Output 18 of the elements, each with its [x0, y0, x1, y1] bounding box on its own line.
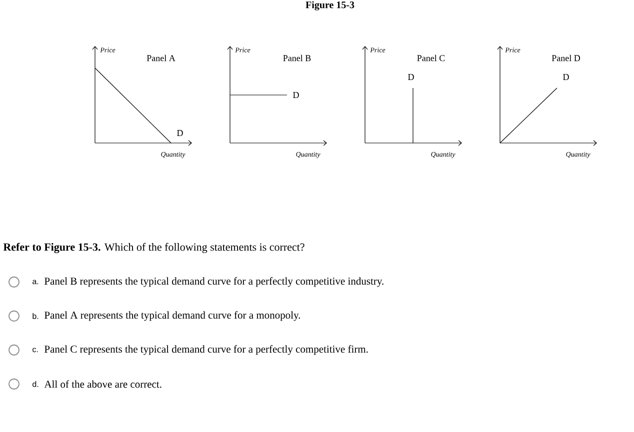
option-letter: a. — [32, 280, 38, 284]
option-letter: c. — [32, 348, 38, 352]
curve-label: D — [408, 74, 414, 80]
curve-label: D — [563, 74, 569, 80]
question-text: Refer to Figure 15-3. Which of the following statements is correct? — [3, 242, 304, 254]
panel-title: Panel C — [417, 54, 445, 62]
panel-title: Panel A — [146, 54, 176, 62]
curve-label: D — [177, 130, 183, 136]
option-text: Panel B represents the typical demand curve for a perfectly competitive industry. — [44, 277, 384, 287]
option-text: Panel C represents the typical demand curve for a perfectly competitive firm. — [44, 345, 368, 355]
curve-label: D — [293, 92, 299, 98]
option-text: All of the above are correct. — [44, 380, 162, 388]
option-letter: b. — [32, 313, 38, 319]
figure-title: Figure 15-3 — [306, 1, 354, 10]
panel-title: Panel D — [552, 54, 580, 62]
panel-title: Panel B — [283, 54, 311, 62]
option-letter: d. — [32, 381, 38, 387]
option-text: Panel A represents the typical demand curve for a monopoly. — [44, 311, 300, 321]
